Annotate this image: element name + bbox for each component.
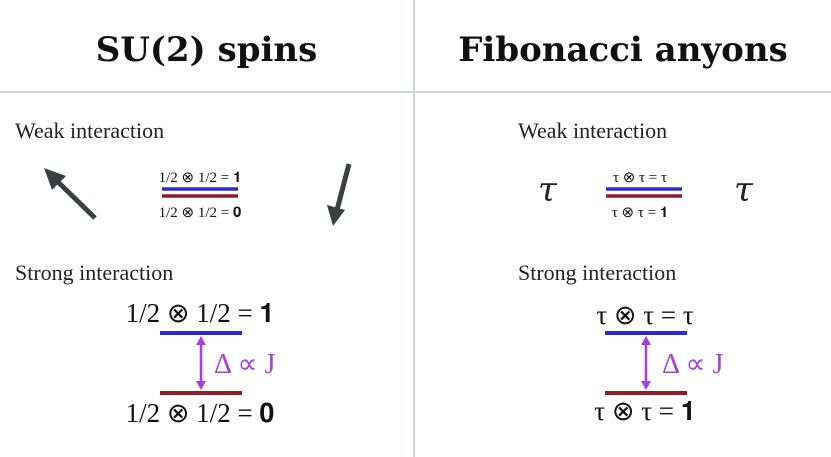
right-strong-gap-diagram bbox=[605, 331, 687, 395]
spin-down-arrow-icon bbox=[327, 163, 352, 226]
left-strong-lower-level-label: 1/2 ⊗ 1/2 = 𝟎 bbox=[125, 398, 275, 428]
left-weak-upper-level-label: 1/2 ⊗ 1/2 = 𝟏 bbox=[158, 170, 242, 186]
vertical-divider bbox=[413, 0, 415, 457]
right-panel-title: Fibonacci anyons bbox=[458, 30, 788, 70]
spin-up-left-arrow-icon bbox=[44, 168, 97, 220]
left-weak-interaction-label: Weak interaction bbox=[15, 118, 165, 143]
right-strong-lower-level-label: τ ⊗ τ = 𝟏 bbox=[594, 396, 696, 426]
left-strong-gap-diagram bbox=[160, 331, 242, 395]
right-gap-label: Δ ∝ J bbox=[662, 349, 724, 380]
right-weak-levels bbox=[606, 187, 682, 198]
left-tau-particle: τ bbox=[538, 170, 557, 210]
right-weak-interaction-label: Weak interaction bbox=[518, 118, 668, 143]
left-gap-label: Δ ∝ J bbox=[214, 349, 276, 380]
right-gap-arrow-icon bbox=[641, 336, 651, 390]
right-strong-upper-level-label: τ ⊗ τ = τ bbox=[596, 300, 694, 330]
left-weak-lower-level-label: 1/2 ⊗ 1/2 = 𝟎 bbox=[158, 205, 242, 221]
right-strong-interaction-label: Strong interaction bbox=[518, 260, 677, 285]
left-gap-arrow-icon bbox=[196, 336, 206, 390]
right-weak-upper-level-label: τ ⊗ τ = τ bbox=[612, 170, 668, 186]
right-tau-particle: τ bbox=[734, 170, 753, 210]
left-weak-levels bbox=[162, 187, 238, 198]
left-strong-interaction-label: Strong interaction bbox=[15, 260, 174, 285]
right-weak-lower-level-label: τ ⊗ τ = 𝟏 bbox=[611, 205, 669, 221]
left-strong-upper-level-label: 1/2 ⊗ 1/2 = 𝟏 bbox=[125, 298, 275, 328]
spin-arrows bbox=[44, 163, 352, 226]
left-panel-title: SU(2) spins bbox=[95, 30, 318, 70]
horizontal-divider bbox=[0, 91, 831, 93]
